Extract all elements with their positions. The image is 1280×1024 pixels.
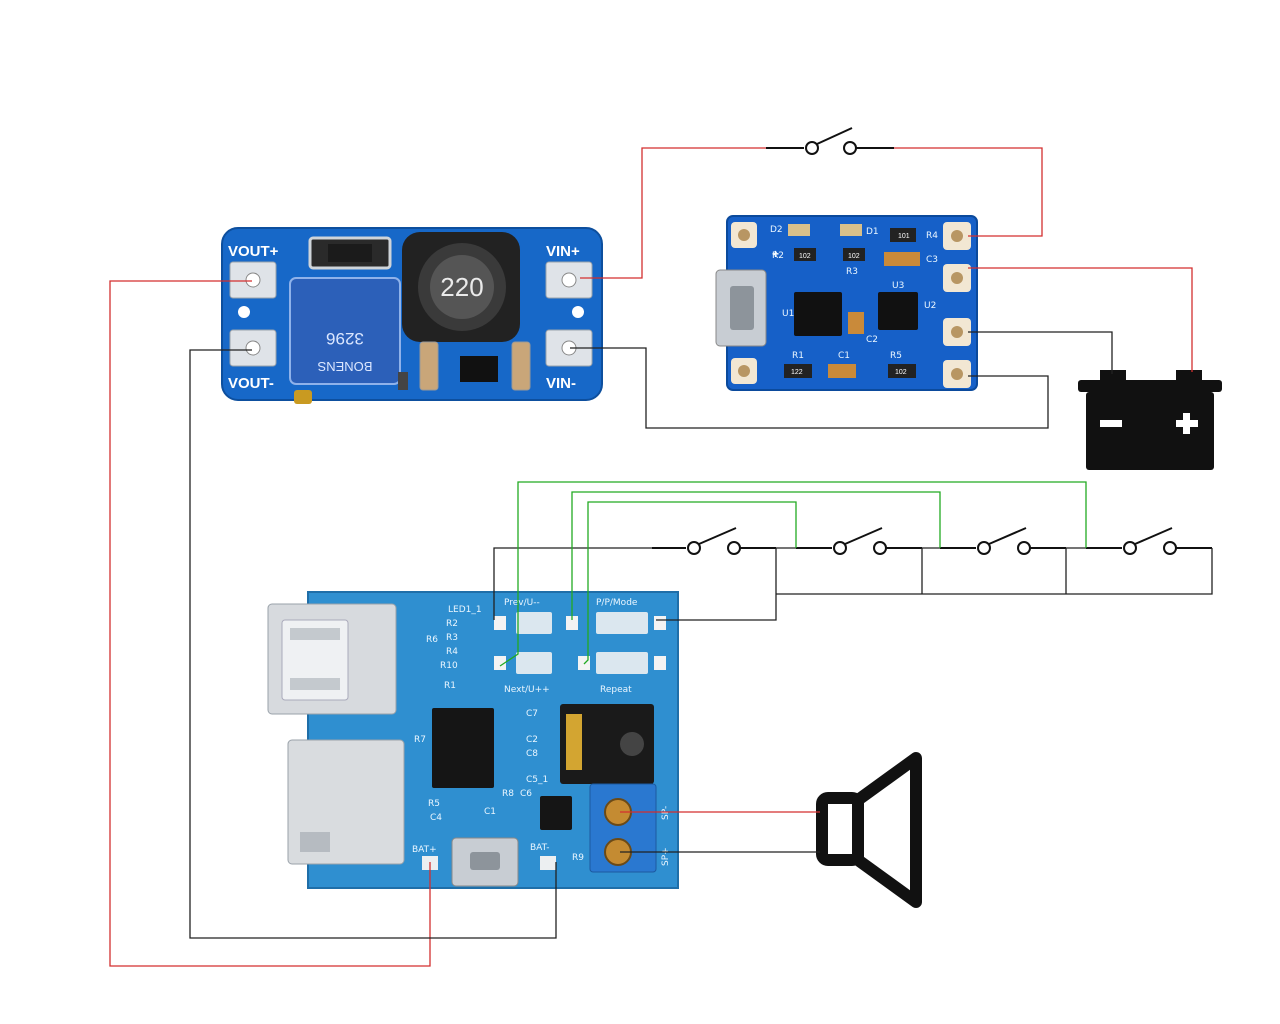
svg-text:R7: R7 — [414, 735, 426, 745]
pot-model: 3296 — [326, 329, 364, 348]
svg-text:R2: R2 — [446, 619, 458, 629]
sp-plus-label: SP+ — [661, 847, 671, 866]
vout-plus-label: VOUT+ — [228, 243, 279, 260]
svg-text:C6: C6 — [520, 789, 532, 799]
next-button-label: Next/U++ — [504, 685, 550, 695]
svg-text:LED1_1: LED1_1 — [448, 605, 482, 615]
wire-switch-out — [894, 147, 1043, 237]
wire-vout-plus — [109, 280, 431, 967]
svg-text:R3: R3 — [446, 633, 458, 643]
svg-text:C7: C7 — [526, 709, 538, 719]
mp3-player-module: Prev/U-- P/P/Mode Next/U++ Repeat SP- SP… — [267, 591, 679, 889]
vout-minus-label: VOUT- — [228, 375, 274, 392]
power-switch — [766, 127, 894, 155]
wire-vin-plus — [580, 147, 766, 279]
battery-icon — [1078, 370, 1222, 470]
svg-text:C3: C3 — [926, 255, 938, 265]
svg-text:C4: C4 — [430, 813, 442, 823]
wire-battery-plus — [968, 267, 1193, 372]
pot-brand: BONENS — [317, 359, 372, 374]
svg-text:C8: C8 — [526, 749, 538, 759]
button-switch-play — [940, 527, 1066, 555]
svg-text:122: 122 — [791, 369, 803, 376]
svg-text:102: 102 — [848, 253, 860, 260]
svg-text:101: 101 — [898, 233, 910, 240]
play-pause-mode-label: P/P/Mode — [596, 598, 638, 608]
prev-button-label: Prev/U-- — [504, 598, 540, 608]
wire-button-gnd — [656, 548, 777, 621]
svg-text:R5: R5 — [428, 799, 440, 809]
decoder-chip — [432, 708, 494, 788]
potentiometer — [289, 277, 401, 385]
button-switch-next — [796, 527, 922, 555]
svg-text:D2: D2 — [770, 225, 783, 235]
sp-minus-label: SP- — [661, 806, 671, 820]
inductor-code: 220 — [440, 272, 483, 302]
svg-text:U1: U1 — [782, 309, 794, 319]
wire-battery-minus — [968, 331, 1113, 374]
svg-text:102: 102 — [799, 253, 811, 260]
repeat-button-label: Repeat — [600, 685, 632, 695]
svg-text:C1: C1 — [484, 807, 496, 817]
svg-text:R1: R1 — [792, 351, 804, 361]
svg-text:102: 102 — [895, 369, 907, 376]
svg-text:R3: R3 — [846, 267, 858, 277]
svg-text:C1: C1 — [838, 351, 850, 361]
wire-green-next — [583, 501, 797, 665]
charger-module: + 101 102 102 122 102 D2 D1 R4 R2 R3 C3 … — [715, 215, 978, 391]
svg-text:U2: U2 — [924, 301, 936, 311]
svg-text:R1: R1 — [444, 681, 456, 691]
svg-text:U3: U3 — [892, 281, 904, 291]
wire-button-common — [493, 547, 652, 620]
wire-vout-minus — [189, 349, 557, 939]
boost-converter-module: VOUT+ VOUT- VIN+ VIN- 220 3296 BONENS — [221, 227, 603, 404]
svg-text:C2: C2 — [866, 335, 878, 345]
wires — [109, 147, 1213, 967]
svg-text:C5_1: C5_1 — [526, 775, 548, 785]
bat-minus-label: BAT- — [530, 843, 550, 853]
svg-text:C2: C2 — [526, 735, 538, 745]
svg-text:R2: R2 — [772, 251, 784, 261]
button-switch-repeat — [1086, 527, 1212, 555]
wire-vin-minus — [570, 347, 1049, 429]
vin-plus-label: VIN+ — [546, 243, 580, 260]
wire-green-play — [571, 491, 941, 620]
protection-ic — [878, 292, 918, 330]
button-switch-prev — [652, 527, 776, 555]
vin-minus-label: VIN- — [546, 375, 576, 392]
svg-text:R5: R5 — [890, 351, 902, 361]
speaker-icon — [816, 752, 922, 908]
svg-text:R6: R6 — [426, 635, 438, 645]
svg-text:R4: R4 — [926, 231, 938, 241]
wire-green-repeat — [499, 481, 1087, 667]
audio-jack — [560, 704, 654, 784]
svg-text:R9: R9 — [572, 853, 584, 863]
bat-plus-label: BAT+ — [412, 845, 437, 855]
charger-ic — [794, 292, 842, 336]
svg-text:D1: D1 — [866, 227, 879, 237]
svg-text:R8: R8 — [502, 789, 514, 799]
svg-text:R4: R4 — [446, 647, 458, 657]
svg-text:R10: R10 — [440, 661, 458, 671]
usb-plus-mark: + — [772, 247, 779, 261]
